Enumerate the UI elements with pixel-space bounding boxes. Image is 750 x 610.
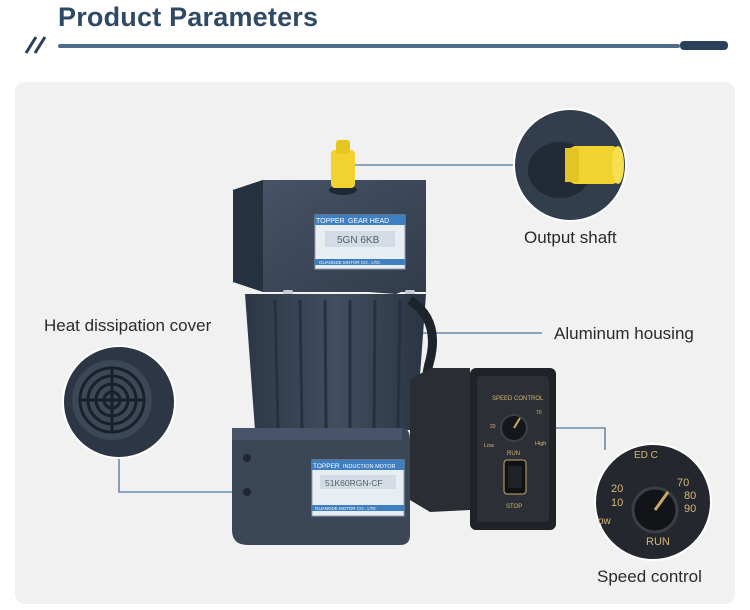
dial-scale-90: 90 — [684, 503, 696, 515]
dial-top-text: ED C — [634, 450, 658, 461]
gearhead — [233, 140, 426, 294]
speed-dial-zoom — [594, 443, 712, 561]
aluminum-housing-label: Aluminum housing — [554, 324, 694, 343]
heat-dissipation-cover-label: Heat dissipation cover — [44, 316, 212, 335]
fan-cover — [232, 428, 410, 545]
gearhead-type: GEAR HEAD — [348, 218, 389, 225]
motor-type: INDUCTION MOTOR — [343, 464, 395, 470]
fan-cover-zoom — [62, 345, 176, 459]
output-shaft-key — [331, 150, 355, 188]
output-shaft-label: Output shaft — [524, 228, 617, 247]
motor-brand: TOPPER — [313, 463, 340, 470]
gearhead-model: 5GN 6KB — [337, 235, 380, 246]
dial-scale-70: 70 — [677, 477, 689, 489]
controller-scale-20: 20 — [490, 424, 496, 430]
gearhead-maker: GUANGDE MOTOR CO., LTD. — [319, 260, 381, 265]
controller-scale-70: 70 — [536, 410, 542, 416]
dial-run: RUN — [646, 536, 670, 548]
dial-low: ow — [598, 516, 612, 527]
controller-run: RUN — [507, 451, 520, 457]
dial-scale-10: 10 — [611, 497, 623, 509]
motor-maker: GUANGDE MOTOR CO., LTD. — [315, 506, 377, 511]
dial-scale-20: 20 — [611, 483, 623, 495]
double-slash-icon — [24, 36, 47, 54]
dial-scale-80: 80 — [684, 490, 696, 502]
controller-title: SPEED CONTROL — [492, 396, 544, 402]
controller-low: Low — [484, 443, 494, 449]
controller-high: High — [535, 441, 546, 447]
page-title: Product Parameters — [58, 2, 319, 32]
title-underline — [58, 44, 680, 48]
controller-stop: STOP — [506, 504, 522, 510]
speed-control-label: Speed control — [597, 567, 702, 586]
aluminum-housing — [245, 294, 426, 430]
title-underline-cap — [680, 41, 728, 50]
motor-model: 51K60RGN-CF — [325, 478, 383, 488]
output-shaft-zoom — [513, 108, 627, 222]
gearhead-brand: TOPPER — [316, 218, 345, 225]
speed-controller — [410, 368, 556, 530]
